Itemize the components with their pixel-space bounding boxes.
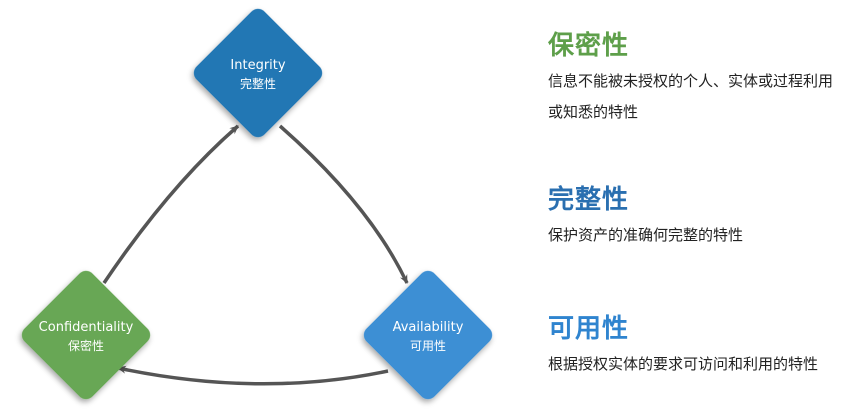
integrity-node-label-zh: 完整性 — [240, 76, 276, 91]
availability-node: Availability 可用性 — [363, 270, 493, 400]
cia-triad-diagram: Integrity 完整性 Confidentiality 保密性 Availa… — [21, 8, 493, 400]
arrow-integrity-to-availability — [278, 124, 409, 284]
availability-node-label-en: Availability — [393, 320, 464, 335]
integrity-node-label-en: Integrity — [230, 58, 285, 73]
integrity-title: 完整性 — [548, 185, 630, 215]
integrity-description: 完整性 保护资产的准确何完整的特性 — [548, 184, 848, 251]
confidentiality-title: 保密性 — [548, 31, 630, 61]
integrity-text: 保护资产的准确何完整的特性 — [548, 226, 744, 244]
integrity-node: Integrity 完整性 — [193, 8, 323, 138]
confidentiality-node-label-en: Confidentiality — [39, 320, 134, 335]
availability-node-label-zh: 可用性 — [410, 339, 446, 353]
availability-title: 可用性 — [548, 314, 630, 344]
confidentiality-node-label-zh: 保密性 — [68, 338, 104, 353]
arrow-confidentiality-to-integrity — [102, 124, 240, 284]
arrow-availability-to-confidentiality — [117, 365, 389, 386]
confidentiality-text: 信息不能被未授权的个人、实体或过程利用或知悉的特性 — [548, 72, 834, 121]
availability-text: 根据授权实体的要求可访问和利用的特性 — [548, 355, 819, 373]
confidentiality-node: Confidentiality 保密性 — [21, 270, 151, 400]
confidentiality-description: 保密性 信息不能被未授权的个人、实体或过程利用或知悉的特性 — [548, 30, 848, 128]
availability-description: 可用性 根据授权实体的要求可访问和利用的特性 — [548, 313, 848, 380]
